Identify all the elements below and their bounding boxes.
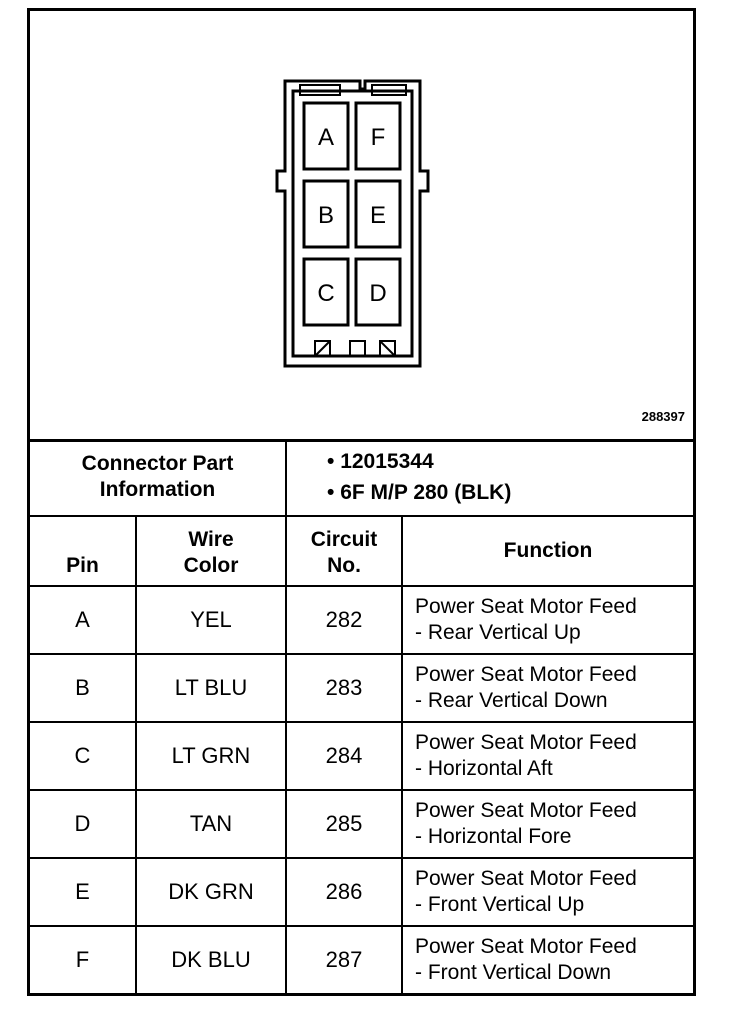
connector-inner-wall (291, 89, 414, 358)
pin-label-a: A (318, 124, 334, 151)
pin-cell: B (30, 653, 137, 723)
function-line2: - Front Vertical Down (415, 961, 612, 984)
pin-label-d: D (369, 280, 386, 307)
pinout-table: Connector Part Information • 12015344 • … (30, 439, 693, 993)
function-line1: Power Seat Motor Feed (415, 595, 637, 618)
wire-color-cell: LT BLU (135, 653, 287, 723)
latch-left (299, 84, 341, 96)
function-line1: Power Seat Motor Feed (415, 799, 637, 822)
pin-cavity-d (354, 257, 402, 327)
connector-housing-outline (275, 79, 430, 368)
figure-id: 288397 (641, 409, 685, 424)
pin-cavity-a (302, 101, 350, 171)
keying-diagonal-1 (314, 340, 331, 357)
header-function: Function (401, 515, 693, 587)
header-pin: Pin (30, 515, 137, 587)
connector-description: • 6F M/P 280 (BLK) (327, 481, 512, 504)
connector-info-label: Connector Part Information (30, 439, 287, 517)
pin-cell: C (30, 721, 137, 791)
function-line2: - Rear Vertical Up (415, 621, 581, 644)
wire-color-cell: DK BLU (135, 925, 287, 993)
function-cell: Power Seat Motor Feed - Rear Vertical Up (401, 586, 693, 655)
header-circuit-no: Circuit No. (285, 515, 403, 587)
pin-label-c: C (317, 280, 334, 307)
connector-info-label-line1: Connector Part (81, 452, 234, 475)
wire-color-cell: YEL (135, 586, 287, 655)
pin-cell: D (30, 789, 137, 859)
circuit-cell: 283 (285, 653, 403, 723)
function-cell: Power Seat Motor Feed - Horizontal Aft (401, 721, 693, 791)
pin-label-b: B (318, 202, 334, 229)
keying-diagonal-2 (379, 340, 396, 357)
function-line2: - Front Vertical Up (415, 893, 585, 916)
circuit-cell: 282 (285, 586, 403, 655)
pin-label-e: E (370, 202, 386, 229)
function-cell: Power Seat Motor Feed - Rear Vertical Dow… (401, 653, 693, 723)
circuit-cell: 287 (285, 925, 403, 993)
function-cell: Power Seat Motor Feed - Horizontal Fore (401, 789, 693, 859)
pin-cavity-e (354, 179, 402, 249)
connector-face-diagram: A F B E C D (275, 79, 430, 368)
circuit-cell: 284 (285, 721, 403, 791)
connector-part-number: • 12015344 (327, 450, 434, 473)
connector-info-row: Connector Part Information • 12015344 • … (30, 439, 693, 517)
wire-color-cell: TAN (135, 789, 287, 859)
pin-cavity-b (302, 179, 350, 249)
pin-cell: F (30, 925, 137, 993)
function-line2: - Rear Vertical Down (415, 689, 608, 712)
function-line1: Power Seat Motor Feed (415, 663, 637, 686)
table-header-row: Pin Wire Color Circuit No. Function (30, 515, 693, 587)
pin-cavity-f (354, 101, 402, 171)
circuit-cell: 286 (285, 857, 403, 927)
pin-label-f: F (371, 124, 386, 151)
function-line1: Power Seat Motor Feed (415, 935, 637, 958)
function-line2: - Horizontal Fore (415, 825, 572, 848)
pin-cell: A (30, 586, 137, 655)
pin-cavity-c (302, 257, 350, 327)
connector-diagram-panel: A F B E C D 288397 (30, 11, 693, 442)
function-line1: Power Seat Motor Feed (415, 731, 637, 754)
circuit-cell: 285 (285, 789, 403, 859)
header-wire-color: Wire Color (135, 515, 287, 587)
wire-color-cell: DK GRN (135, 857, 287, 927)
function-line2: - Horizontal Aft (415, 757, 553, 780)
function-line1: Power Seat Motor Feed (415, 867, 637, 890)
keying-feature (314, 340, 396, 356)
function-cell: Power Seat Motor Feed - Front Vertical Up (401, 857, 693, 927)
connector-info-values: • 12015344 • 6F M/P 280 (BLK) (285, 439, 693, 517)
function-cell: Power Seat Motor Feed - Front Vertical Do… (401, 925, 693, 993)
connector-info-label-line2: Information (99, 478, 216, 501)
latch-right (371, 84, 407, 96)
wire-color-cell: LT GRN (135, 721, 287, 791)
pin-cell: E (30, 857, 137, 927)
